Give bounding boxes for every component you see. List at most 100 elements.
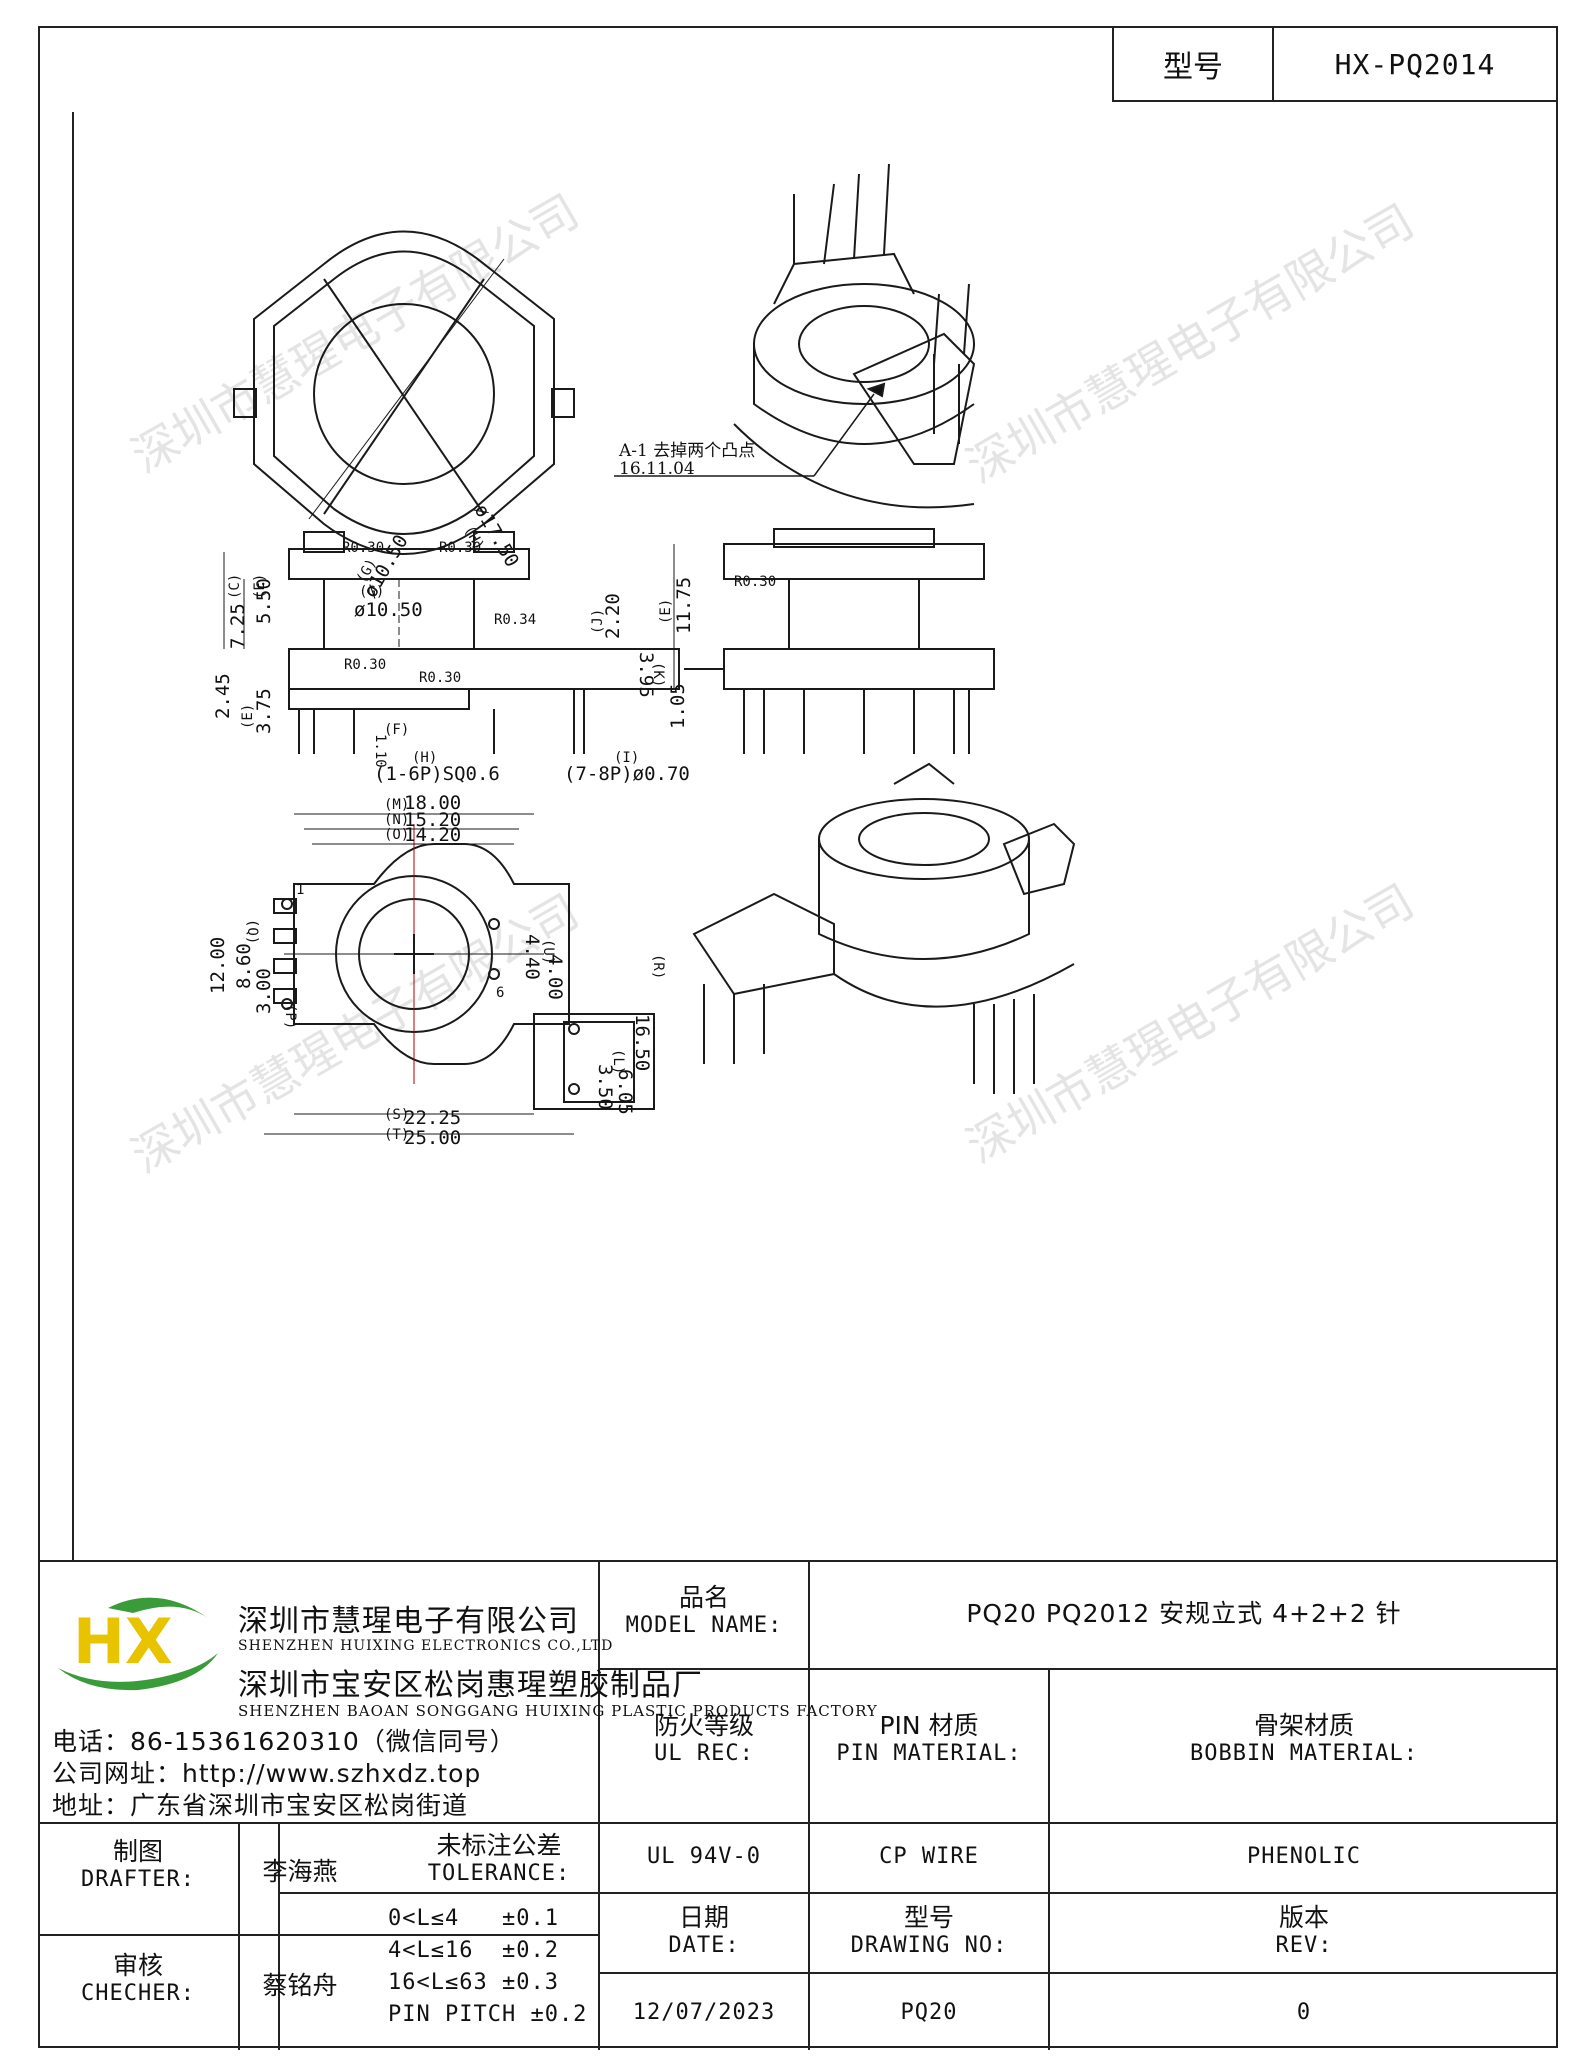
grid-line [598,1562,600,2050]
factory-name-cn: 深圳市宝安区松岗惠瑆塑胶制品厂 [238,1668,703,1703]
model-label: 型号 [1114,28,1274,100]
dim-18-00: 18.00 [404,792,461,814]
bobbin-material-value: PHENOLIC [1247,1844,1361,1869]
pin-spec-2: (7-8P)ø0.70 [564,763,690,785]
dim-2-20: 2.20 [602,593,624,639]
tag-e: (E) [252,574,268,599]
company-name-en: SHENZHEN HUIXING ELECTRONICS CO.,LTD [238,1638,614,1654]
revision-note-text: A-1 去掉两个凸点 [618,441,755,461]
date-label: 日期 DATE: [600,1903,808,1958]
dim-22-25: 22.25 [404,1107,461,1129]
factory-name-en: SHENZHEN BAOAN SONGGANG HUIXING PLASTIC … [238,1702,878,1720]
tag-g: (G) [359,584,384,600]
tolerance-row-2: 4<L≤16 ±0.2 [388,1938,559,1963]
grid-line [1048,1668,1050,2050]
dim-1-05: 1.05 [667,683,689,729]
dim-4-40: 4.40 [521,934,543,980]
grid-line [238,1822,240,2050]
logo-letters: HX [73,1605,173,1678]
contact-address: 地址：广东省深圳市宝安区松岗街道 [52,1791,469,1820]
pin-spec-1: (1-6P)SQ0.6 [374,763,500,785]
pin-label-1: 1 [296,882,304,898]
rev-en: REV: [1275,1932,1333,1958]
ul-rec-value: UL 94V-0 [647,1844,761,1869]
ul-rec-cn: 防火等级 [653,1711,754,1740]
checker-cn: 审核 [112,1951,163,1980]
dim-14-20: 14.20 [404,824,461,846]
grid-line [278,1822,280,2050]
dim-r030-c: R0.30 [344,657,386,673]
pin-label-6: 6 [496,985,504,1001]
dim-r030-b: R0.30 [439,540,481,556]
isometric-view-bottom [692,762,1076,1094]
dim-25-00: 25.00 [404,1127,461,1149]
rev-label: 版本 REV: [1050,1903,1558,1958]
model-name-value: PQ20 PQ2012 安规立式 4+2+2 针 [966,1599,1402,1628]
model-name-en: MODEL NAME: [625,1612,783,1638]
tag-j: (J) [590,609,606,634]
model-box: 型号 HX-PQ2014 [1112,26,1558,102]
bobbin-material-label: 骨架材质 BOBBIN MATERIAL: [1050,1711,1558,1766]
dim-15-20: 15.20 [404,809,461,831]
pin-material-en: PIN MATERIAL: [836,1740,1022,1766]
rev-value: 0 [1296,2000,1312,2025]
grid-line [38,1934,598,1936]
date-en: DATE: [668,1932,740,1958]
ul-rec-label: 防火等级 UL REC: [600,1711,808,1766]
drawing-frame [38,26,1558,2048]
watermark-text: 深圳市慧瑆电子有限公司 [958,874,1423,1174]
dim-3-75: 3.75 [253,688,275,734]
dim-10-50: ø10.50 [354,599,423,621]
drawing-no-cn: 型号 [903,1903,954,1932]
contact-phone: 电话：86-15361620310（微信同号） [52,1727,516,1756]
tag-k: (K) [650,662,666,687]
checker-label: 审核 CHECHER: [38,1951,238,2006]
tolerance-label: 未标注公差 TOLERANCE: [400,1831,598,1886]
side-r030: R0.30 [734,574,776,590]
isometric-view-top: A-1 去掉两个凸点 16.11.04 [614,163,976,509]
dim-5-50: 5.50 [253,578,275,624]
dim-7-25: 7.25 [227,603,249,649]
revision-note-date: 16.11.04 [619,459,695,479]
grid-line [598,1668,1558,1670]
dim-11-75: 11.75 [673,577,695,634]
model-value: HX-PQ2014 [1334,47,1496,81]
tolerance-row-3: 16<L≤63 ±0.3 [388,1970,559,1995]
drawing-no-value: PQ20 [900,2000,958,2025]
front-view: (C) 7.25 (E) 5.50 (G) ø10.50 R0.30 R0.30… [212,531,690,785]
side-tag-e: (E) [658,599,674,624]
watermark-text: 深圳市慧瑆电子有限公司 [123,884,588,1184]
dim-16-50: 16.50 [631,1014,653,1071]
tag-c: (C) [227,574,243,599]
tag-t: (T) [384,1127,409,1143]
pin-material-label: PIN 材质 PIN MATERIAL: [810,1711,1048,1766]
dim-1-10: 1.10 [372,734,388,768]
dim-r030-a: R0.30 [342,540,384,556]
tag-h: (H) [412,750,437,766]
dim-4-00: 4.00 [544,954,566,1000]
contact-website: 公司网址：http://www.szhxdz.top [52,1759,482,1788]
checker-en: CHECHER: [81,1980,195,2006]
rev-cn: 版本 [1278,1903,1329,1932]
grid-line [808,1562,810,2050]
dim-2-45: 2.45 [212,673,234,719]
drawing-no-label: 型号 DRAWING NO: [810,1903,1048,1958]
grid-line [278,1892,598,1894]
tag-o: (O) [384,827,409,843]
drafter-label: 制图 DRAFTER: [38,1837,238,1892]
dim-3-00: 3.00 [253,968,275,1014]
tag-l: (L) [610,1049,626,1074]
drafter-cn: 制图 [112,1837,163,1866]
bobbin-material-en: BOBBIN MATERIAL: [1190,1740,1418,1766]
watermark-text: 深圳市慧瑆电子有限公司 [958,194,1423,494]
grid-line [598,1972,1558,1974]
tolerance-en: TOLERANCE: [427,1860,571,1886]
margin-line [72,112,74,1560]
side-view: (E) 11.75 R0.30 1.05 [658,528,995,754]
tolerance-cn: 未标注公差 [436,1831,562,1860]
title-block: HX 深圳市慧瑆电子有限公司 SHENZHEN HUIXING ELECTRON… [38,1560,1558,2050]
dim-12-00: 12.00 [207,937,229,994]
tolerance-row-4: PIN PITCH ±0.2 [388,2002,588,2027]
dim-6-05: 6.05 [614,1069,636,1115]
dim-3-95: 3.95 [635,652,657,698]
